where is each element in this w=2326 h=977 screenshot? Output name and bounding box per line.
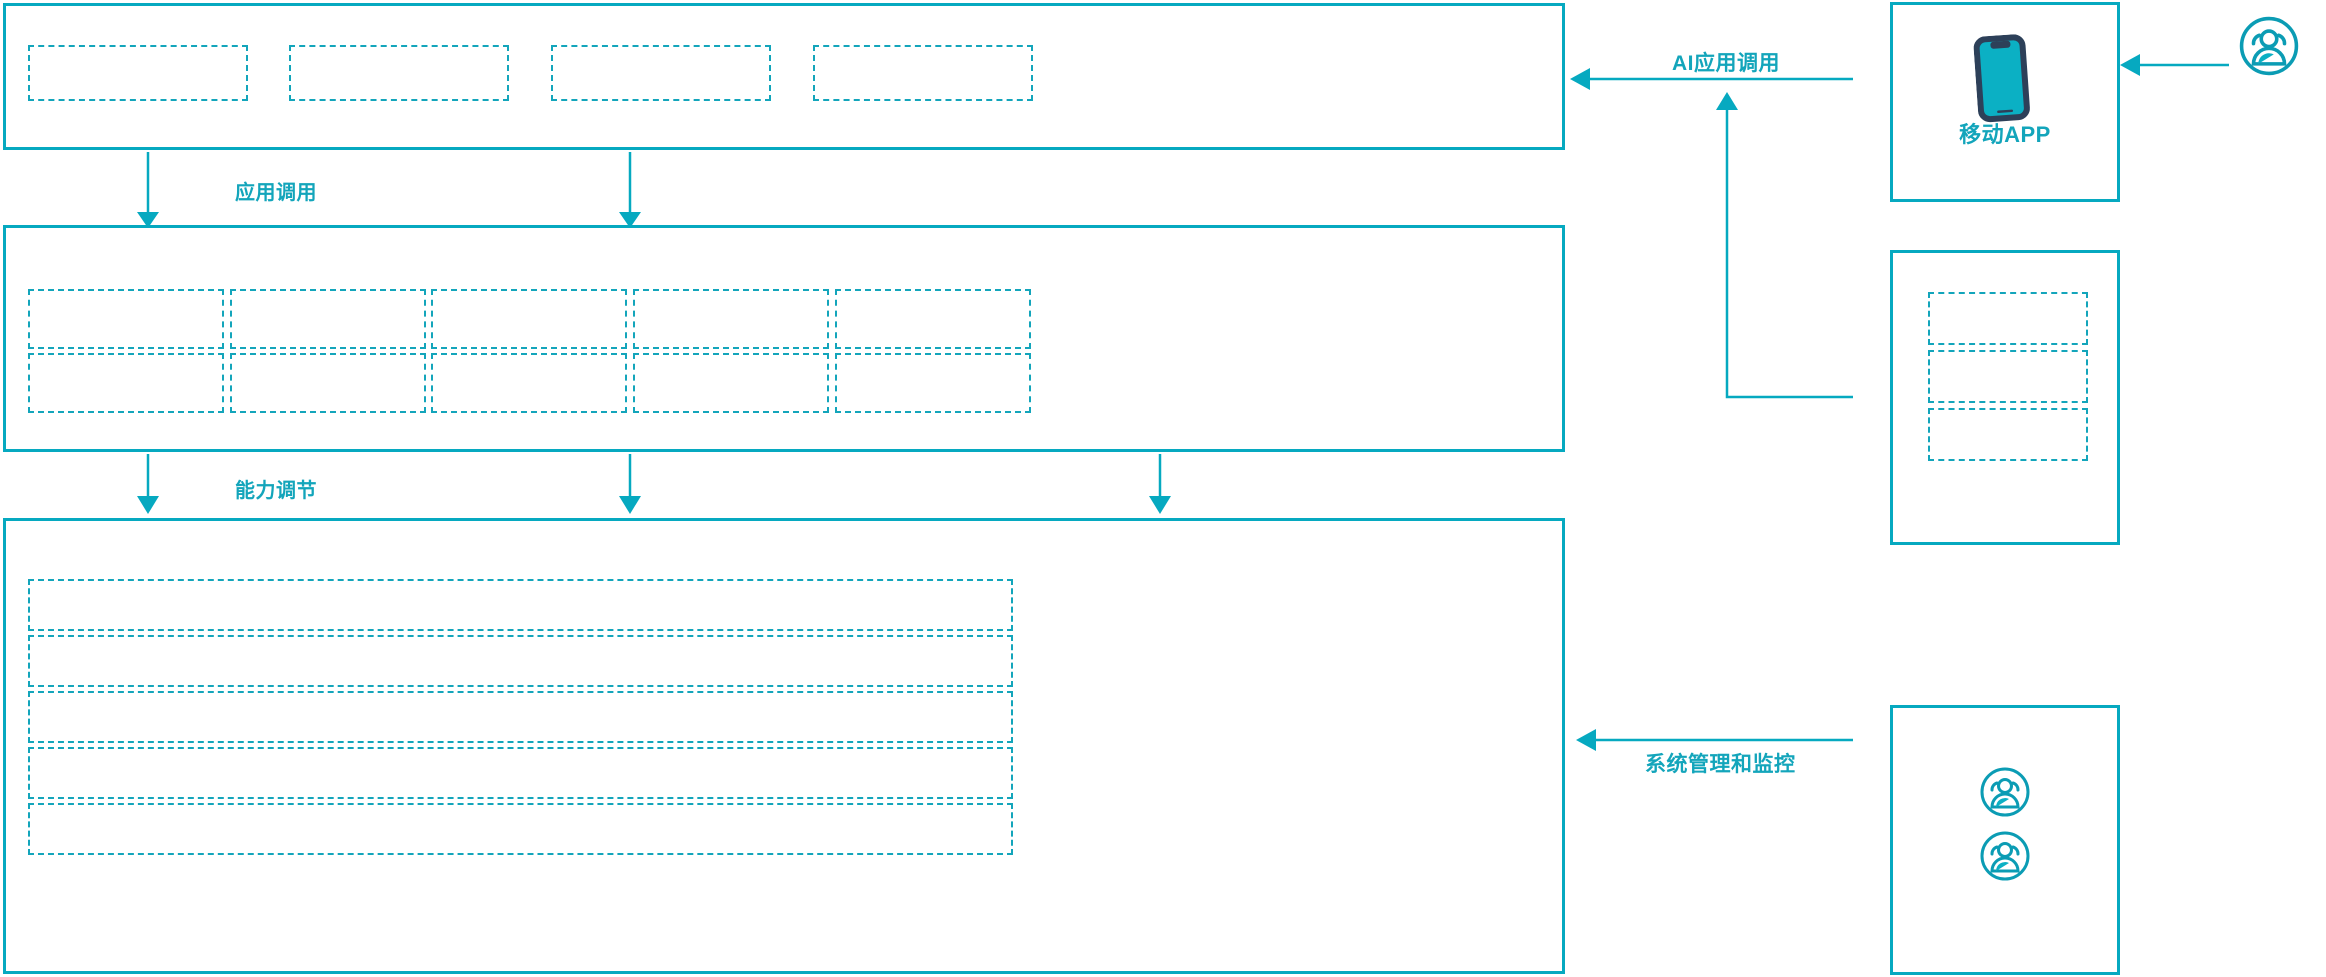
capability-cell[interactable]: [28, 353, 224, 413]
operations-panel[interactable]: [1890, 705, 2120, 975]
connector-label-app-call: 应用调用: [235, 182, 317, 204]
mobile-app-caption: 移动APP: [1959, 122, 2051, 147]
connector-label-system-monitor: 系统管理和监控: [1645, 753, 1796, 776]
platform-row[interactable]: [28, 747, 1013, 799]
connector-end-user: [2120, 54, 2229, 76]
capability-cell[interactable]: [633, 289, 829, 349]
application-cell[interactable]: [551, 45, 771, 101]
channel-cell[interactable]: [1928, 292, 2088, 345]
connector-ai-call: [1570, 68, 1853, 399]
capability-cell[interactable]: [431, 289, 627, 349]
capability-layer: [3, 225, 1565, 452]
mobile-app-panel[interactable]: 移动APP: [1890, 2, 2120, 202]
capability-cell[interactable]: [835, 289, 1031, 349]
users-group-icon: [1979, 830, 2031, 887]
users-group-icon: [1979, 766, 2031, 823]
capability-cell[interactable]: [230, 353, 426, 413]
platform-row[interactable]: [28, 803, 1013, 855]
capability-cell[interactable]: [633, 353, 829, 413]
connector-label-capability-call: 能力调节: [235, 480, 317, 502]
capability-cell[interactable]: [431, 353, 627, 413]
capability-cell[interactable]: [835, 353, 1031, 413]
platform-layer: [3, 518, 1565, 974]
platform-row[interactable]: [28, 635, 1013, 687]
channel-cell[interactable]: [1928, 408, 2088, 461]
channel-cell[interactable]: [1928, 350, 2088, 403]
application-cell[interactable]: [28, 45, 248, 101]
channel-panel[interactable]: [1890, 250, 2120, 545]
capability-cell[interactable]: [28, 289, 224, 349]
capability-cell[interactable]: [230, 289, 426, 349]
users-group-icon: [2238, 15, 2300, 82]
application-layer: [3, 3, 1565, 150]
application-cell[interactable]: [813, 45, 1033, 101]
platform-row[interactable]: [28, 579, 1013, 631]
connector-label-ai-call: AI应用调用: [1672, 52, 1780, 75]
smartphone-icon: [1973, 33, 2037, 130]
platform-row[interactable]: [28, 691, 1013, 743]
application-cell[interactable]: [289, 45, 509, 101]
connector-app-call: [137, 152, 641, 228]
